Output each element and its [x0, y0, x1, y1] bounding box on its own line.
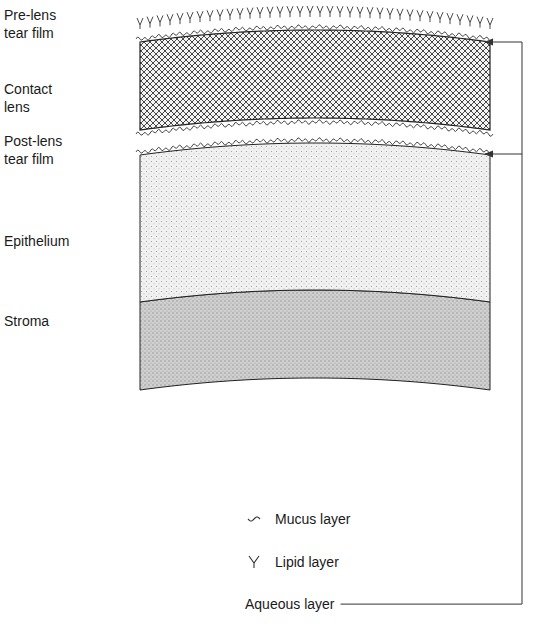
- lipid-layer: [327, 6, 333, 17]
- lipid-layer: [197, 11, 203, 22]
- lipid-layer: [447, 13, 453, 24]
- lipid-layer: [307, 6, 313, 17]
- lipid-symbol: [249, 556, 259, 568]
- lipid-layer: [437, 12, 443, 23]
- lipid-layer: [227, 9, 233, 20]
- lipid-layer: [277, 6, 283, 17]
- lipid-layer: [237, 8, 243, 19]
- lipid-layer: [147, 17, 153, 28]
- lipid-layer: [337, 6, 343, 17]
- mucus-layer: [136, 138, 493, 154]
- layer-label: Stroma: [4, 312, 80, 330]
- lipid-layer: [457, 14, 463, 25]
- lipid-layer: [157, 15, 163, 26]
- stroma-layer: [140, 290, 490, 390]
- lipid-layer: [467, 15, 473, 26]
- layer-label: Post-lens tear film: [4, 132, 80, 168]
- lipid-layer: [317, 6, 323, 17]
- aqueous-arrow: [485, 42, 522, 43]
- lipid-layer: [297, 6, 303, 17]
- layer-label: Pre-lens tear film: [4, 6, 80, 42]
- lipid-layer: [217, 10, 223, 21]
- lipid-layer: [367, 7, 373, 18]
- aqueous-arrow: [485, 154, 522, 155]
- lipid-layer: [167, 14, 173, 25]
- lipid-layer: [417, 10, 423, 21]
- layer-label: Contact lens: [4, 80, 80, 116]
- mucus-layer: [136, 25, 493, 41]
- lipid-layer: [387, 8, 393, 19]
- lipid-layer: [357, 7, 363, 18]
- lipid-layer: [177, 13, 183, 24]
- aqueous-bracket: [341, 42, 522, 604]
- mucus-symbol: [248, 517, 260, 521]
- lipid-layer: [187, 12, 193, 23]
- lipid-layer: [427, 11, 433, 22]
- lipid-layer: [257, 7, 263, 18]
- lipid-layer: [287, 6, 293, 17]
- legend-text: Mucus layer: [275, 510, 350, 528]
- lipid-layer: [487, 18, 493, 29]
- lipid-layer: [247, 8, 253, 19]
- lipid-layer: [397, 9, 403, 20]
- mucus-layer: [136, 120, 493, 136]
- lipid-layer: [137, 18, 143, 29]
- lipid-layer: [207, 10, 213, 21]
- legend-text: Aqueous layer: [245, 595, 335, 613]
- legend-text: Lipid layer: [275, 553, 339, 571]
- epithelium-layer: [140, 143, 490, 302]
- layer-label: Epithelium: [4, 232, 80, 250]
- lipid-layer: [267, 7, 273, 18]
- lipid-layer: [347, 6, 353, 17]
- contact-lens-body: [140, 30, 490, 130]
- lipid-layer: [377, 8, 383, 19]
- lipid-layer: [407, 10, 413, 21]
- lipid-layer: [477, 17, 483, 28]
